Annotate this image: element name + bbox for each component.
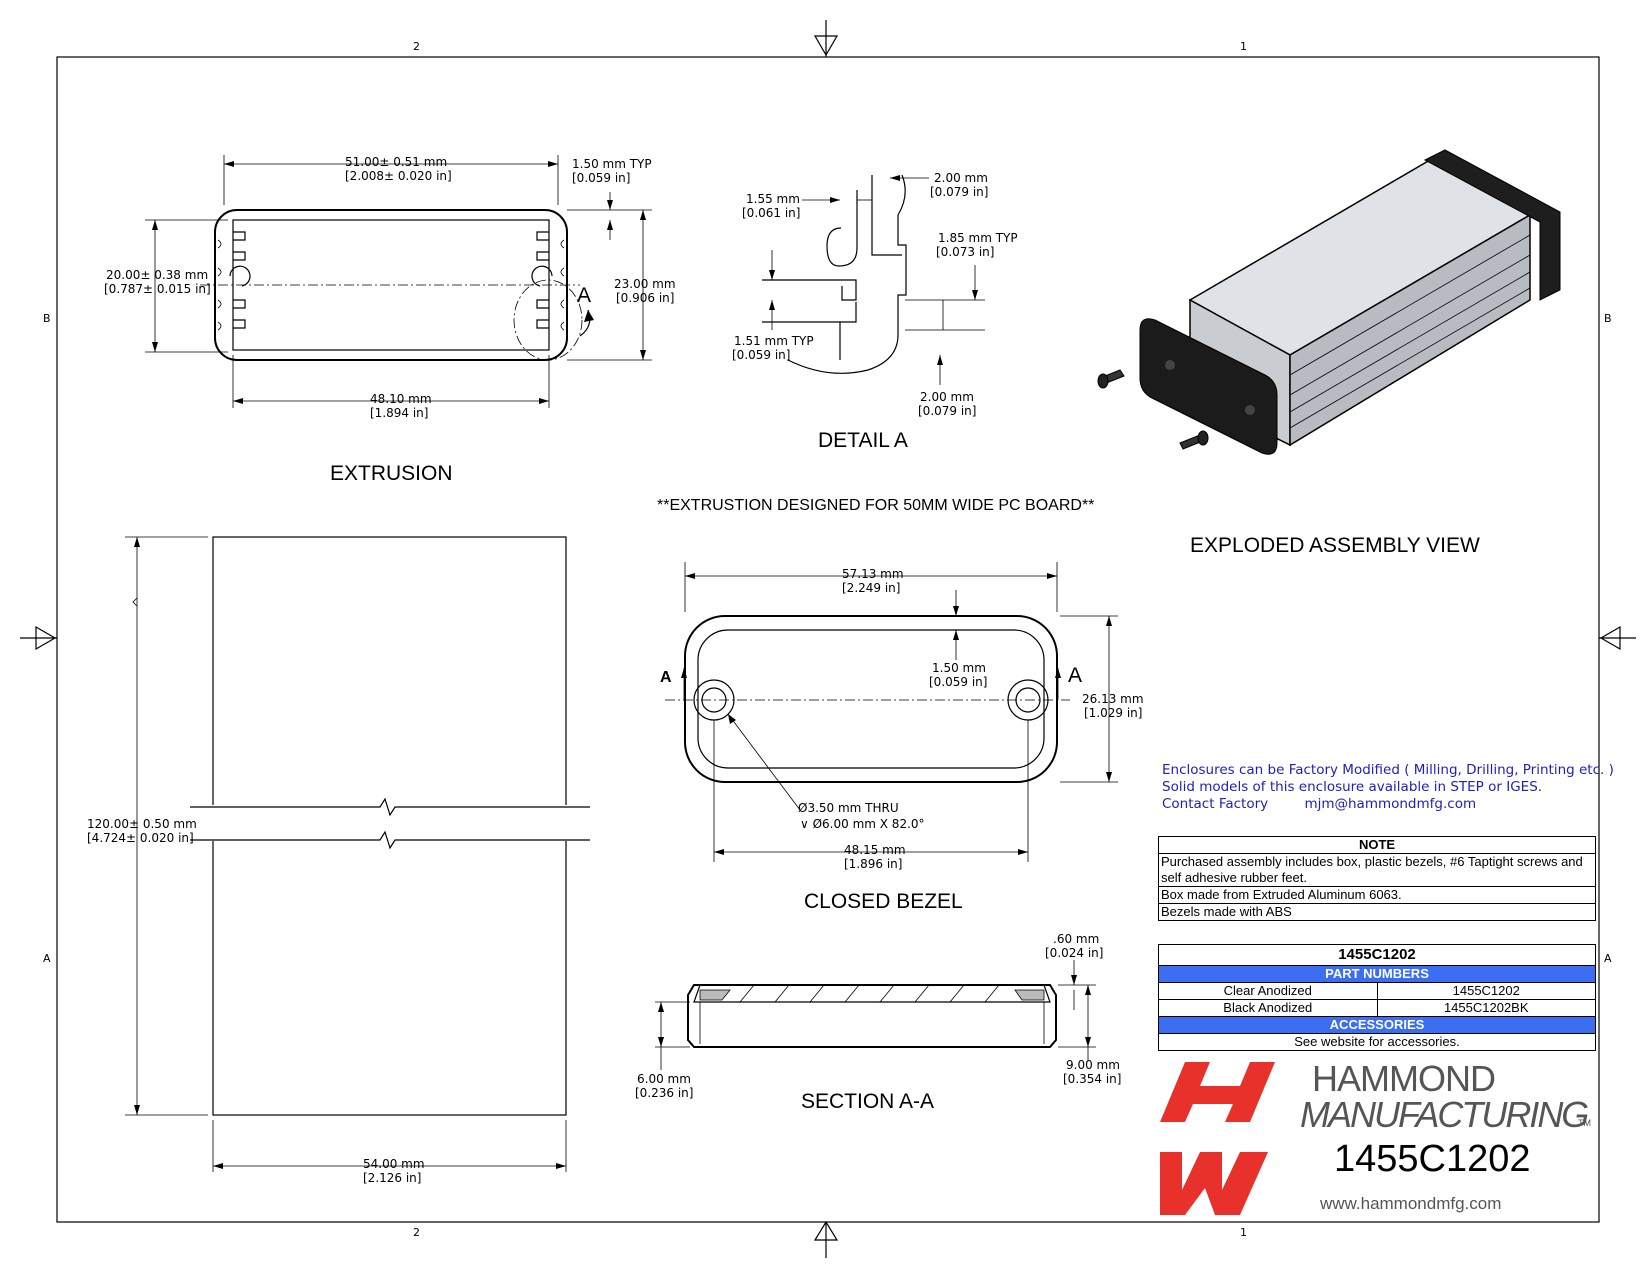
dim-ext-height-mm: 23.00 mm bbox=[614, 277, 676, 291]
zone-right-b: B bbox=[1604, 312, 1612, 325]
dim-bezel-wall-in: [0.059 in] bbox=[929, 675, 987, 689]
zone-bottom-2: 2 bbox=[413, 1226, 420, 1239]
section-mark-left: A bbox=[660, 669, 672, 686]
extrusion-profile bbox=[200, 209, 594, 361]
note-row: Bezels made with ABS bbox=[1158, 903, 1596, 921]
exploded-assembly-render bbox=[1097, 149, 1561, 455]
dim-ext-inner-w-mm: 48.10 mm bbox=[370, 392, 432, 406]
part-number-large: 1455C1202 bbox=[1334, 1138, 1531, 1180]
dim-det-200-bot-in: [0.079 in] bbox=[918, 404, 976, 418]
note-row: Purchased assembly includes box, plastic… bbox=[1158, 853, 1596, 887]
dim-bezel-w-mm: 57.13 mm bbox=[842, 567, 904, 581]
table-row: Clear Anodized 1455C1202 bbox=[1158, 982, 1596, 1000]
dim-ext-width-in: [2.008± 0.020 in] bbox=[345, 169, 452, 183]
info-line-2: Solid models of this enclosure available… bbox=[1162, 779, 1543, 795]
dim-det-155-in: [0.061 in] bbox=[742, 206, 800, 220]
view-title-detail-a: DETAIL A bbox=[818, 429, 908, 452]
dim-det-151-in: [0.059 in] bbox=[732, 348, 790, 362]
hammond-logo-mark bbox=[1160, 1062, 1275, 1215]
section-mark-right: A bbox=[1068, 664, 1082, 687]
dim-sec-total-mm: 9.00 mm bbox=[1066, 1058, 1120, 1072]
brand-name-1: HAMMOND bbox=[1312, 1058, 1496, 1099]
dim-sec-top-in: [0.024 in] bbox=[1045, 946, 1103, 960]
finish-cell: Black Anodized bbox=[1158, 999, 1378, 1017]
view-title-closed-bezel: CLOSED BEZEL bbox=[804, 890, 963, 913]
zone-top-2: 2 bbox=[413, 40, 420, 53]
dim-ext-inner-h-in: [0.787± 0.015 in] bbox=[104, 282, 211, 296]
dim-det-200-bot-mm: 2.00 mm bbox=[920, 390, 974, 404]
dim-det-200-top-in: [0.079 in] bbox=[930, 185, 988, 199]
dim-sec-top-mm: .60 mm bbox=[1053, 932, 1099, 946]
parts-table: 1455C1202 PART NUMBERS Clear Anodized 14… bbox=[1158, 944, 1596, 1051]
table-row: Black Anodized 1455C1202BK bbox=[1158, 999, 1596, 1017]
dim-ext-inner-w-in: [1.894 in] bbox=[370, 406, 428, 420]
trademark-mark: TM bbox=[1578, 1118, 1591, 1128]
dim-det-185-in: [0.073 in] bbox=[936, 245, 994, 259]
dim-bezel-h-mm: 26.13 mm bbox=[1082, 692, 1144, 706]
dim-det-200-top-mm: 2.00 mm bbox=[934, 171, 988, 185]
note-row: Box made from Extruded Aluminum 6063. bbox=[1158, 886, 1596, 904]
dim-bezel-holes-mm: 48.15 mm bbox=[844, 843, 906, 857]
zone-bottom-1: 1 bbox=[1240, 1226, 1247, 1239]
dim-det-185-mm: 1.85 mm TYP bbox=[938, 231, 1018, 245]
part-cell: 1455C1202BK bbox=[1376, 999, 1596, 1017]
dim-det-155-mm: 1.55 mm bbox=[746, 192, 800, 206]
side-view bbox=[125, 536, 590, 1172]
website-link[interactable]: www.hammondmfg.com bbox=[1320, 1194, 1502, 1213]
view-title-section: SECTION A-A bbox=[801, 1090, 934, 1113]
dim-ext-wall-mm: 1.50 mm TYP bbox=[572, 157, 652, 171]
detail-a-dimensions bbox=[769, 175, 978, 385]
dim-bezel-holes-in: [1.896 in] bbox=[844, 857, 902, 871]
dim-det-151-mm: 1.51 mm TYP bbox=[734, 334, 814, 348]
dim-side-width-mm: 54.00 mm bbox=[363, 1157, 425, 1171]
parts-title: 1455C1202 bbox=[1158, 944, 1596, 966]
dim-ext-wall-in: [0.059 in] bbox=[572, 171, 630, 185]
detail-a-profile bbox=[762, 174, 985, 374]
closed-bezel bbox=[665, 562, 1118, 862]
view-title-exploded: EXPLODED ASSEMBLY VIEW bbox=[1190, 534, 1480, 557]
dim-length-mm: 120.00± 0.50 mm bbox=[87, 817, 197, 831]
finish-cell: Clear Anodized bbox=[1158, 982, 1378, 1000]
dim-side-width-in: [2.126 in] bbox=[363, 1171, 421, 1185]
dim-sec-depth-in: [0.236 in] bbox=[635, 1086, 693, 1100]
callout-a: A bbox=[577, 284, 591, 307]
brand-name-2: MANUFACTURING bbox=[1300, 1094, 1589, 1135]
dim-ext-width-mm: 51.00± 0.51 mm bbox=[345, 155, 447, 169]
dim-bezel-w-in: [2.249 in] bbox=[842, 581, 900, 595]
dim-bezel-wall-mm: 1.50 mm bbox=[932, 661, 986, 675]
note-header: NOTE bbox=[1158, 836, 1596, 854]
info-line-1: Enclosures can be Factory Modified ( Mil… bbox=[1162, 762, 1614, 778]
dim-bezel-csk: ∨ Ø6.00 mm X 82.0° bbox=[800, 817, 925, 831]
info-contact: Contact Factory mjm@hammondmfg.com bbox=[1162, 796, 1592, 813]
zone-right-a: A bbox=[1604, 952, 1612, 965]
centering-marks bbox=[20, 20, 1636, 1258]
zone-left-b: B bbox=[43, 312, 51, 325]
contact-email[interactable]: mjm@hammondmfg.com bbox=[1304, 796, 1477, 812]
view-title-extrusion: EXTRUSION bbox=[330, 462, 453, 485]
part-numbers-header: PART NUMBERS bbox=[1158, 965, 1596, 983]
factory-info: Enclosures can be Factory Modified ( Mil… bbox=[1162, 762, 1614, 813]
dim-ext-height-in: [0.906 in] bbox=[616, 291, 674, 305]
extrusion-dimensions bbox=[145, 155, 652, 408]
dim-ext-inner-h-mm: 20.00± 0.38 mm bbox=[106, 268, 208, 282]
zone-left-a: A bbox=[43, 952, 51, 965]
dim-sec-depth-mm: 6.00 mm bbox=[637, 1072, 691, 1086]
section-a-a bbox=[655, 960, 1096, 1070]
accessories-header: ACCESSORIES bbox=[1158, 1016, 1596, 1034]
dim-sec-total-in: [0.354 in] bbox=[1063, 1072, 1121, 1086]
note-table: NOTE Purchased assembly includes box, pl… bbox=[1158, 836, 1596, 921]
contact-label: Contact Factory bbox=[1162, 796, 1269, 812]
dim-bezel-h-in: [1.029 in] bbox=[1084, 706, 1142, 720]
part-cell: 1455C1202 bbox=[1376, 982, 1596, 1000]
design-banner: **EXTRUSTION DESIGNED FOR 50MM WIDE PC B… bbox=[657, 497, 1094, 514]
accessories-note: See website for accessories. bbox=[1158, 1033, 1596, 1051]
zone-top-1: 1 bbox=[1240, 40, 1247, 53]
dim-bezel-hole: Ø3.50 mm THRU bbox=[798, 801, 899, 815]
dim-length-in: [4.724± 0.020 in] bbox=[87, 831, 194, 845]
drawing-border bbox=[56, 56, 1600, 1223]
